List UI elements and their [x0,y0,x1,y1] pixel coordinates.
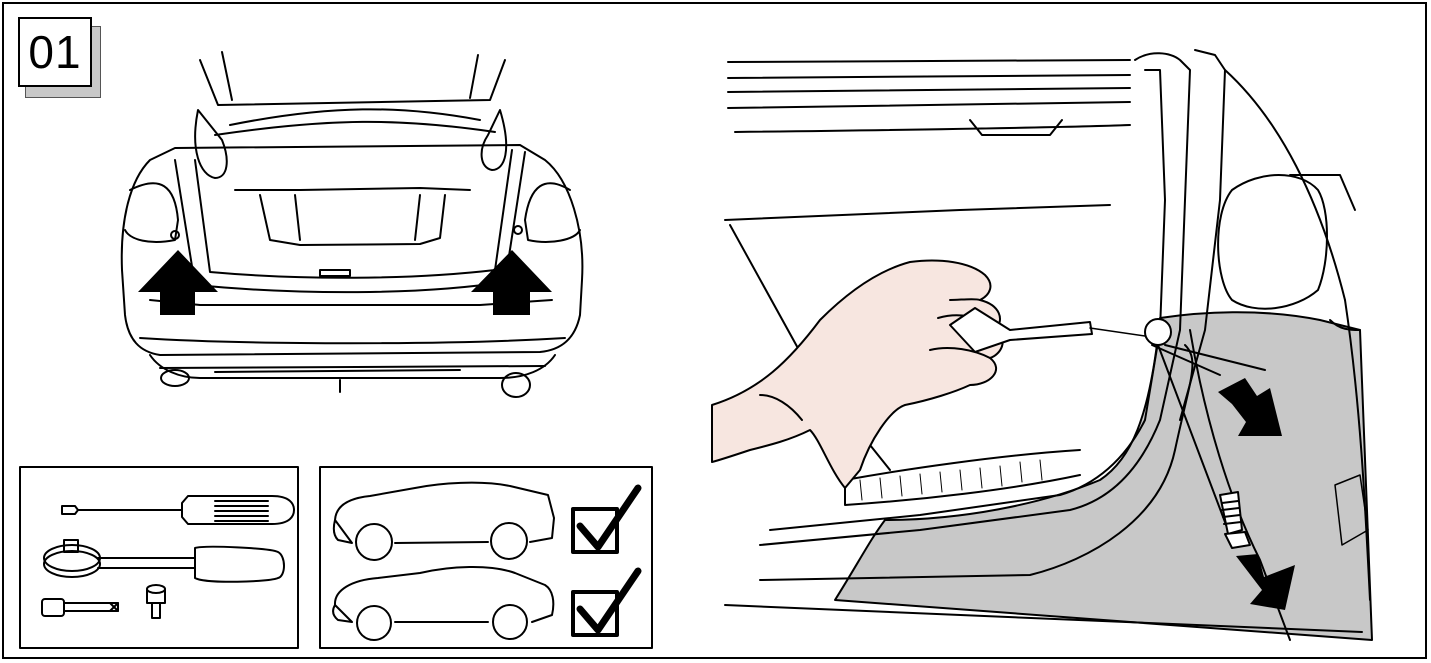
removal-arrow-lower [1236,554,1295,610]
step-badge: 01 [18,17,92,87]
vehicle-compatibility-panel [319,466,653,649]
removal-arrow-upper [1218,378,1282,436]
socket-icon [146,584,166,619]
tools-panel [19,466,299,649]
location-arrow-left [138,250,218,315]
bolt-icon [1219,491,1251,549]
step-number: 01 [28,26,82,78]
location-arrow-right [471,250,552,315]
car-rear-illustration [120,51,584,398]
sedan-check-icon [571,567,642,637]
screwdriver-icon [61,495,295,525]
sedan-car-icon [332,566,555,641]
extension-bar-icon [41,598,119,617]
hatchback-car-icon [332,481,555,561]
ratchet-icon [43,539,285,583]
hand-with-screwdriver [711,259,1146,489]
hatchback-check-icon [571,484,642,554]
